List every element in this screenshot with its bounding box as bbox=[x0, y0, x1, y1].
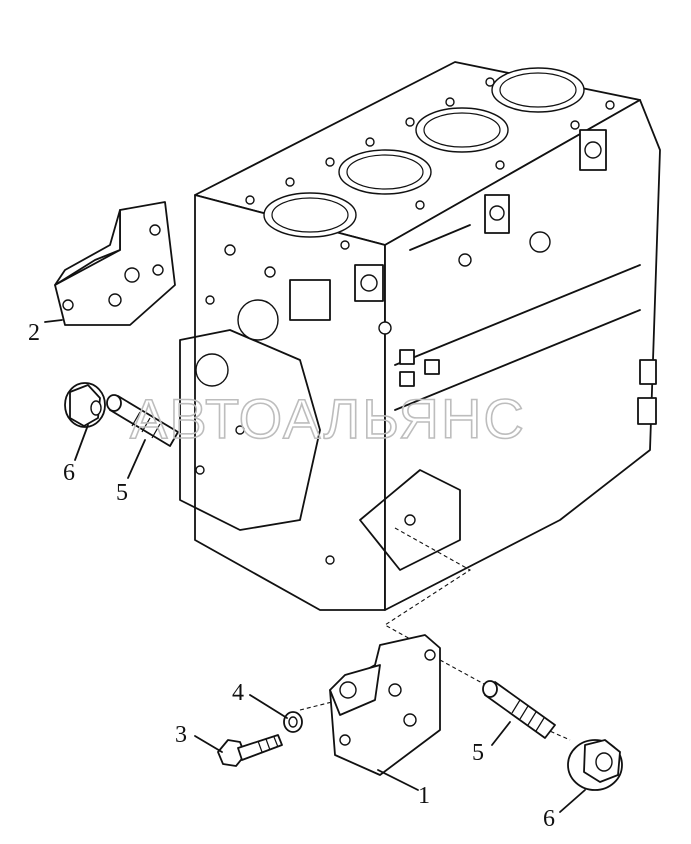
washer bbox=[283, 711, 303, 733]
callout-4: 4 bbox=[232, 680, 244, 706]
callout-6-upper: 6 bbox=[63, 460, 75, 486]
watermark-text: АВТОАЛЬЯНС bbox=[130, 387, 526, 450]
leader-lines bbox=[44, 319, 586, 813]
flange-nut-lower bbox=[567, 739, 623, 791]
callout-5-lower: 5 bbox=[472, 740, 484, 766]
lower-mounting-bracket bbox=[329, 634, 441, 776]
engine-block bbox=[179, 61, 661, 611]
callout-3: 3 bbox=[175, 722, 187, 748]
stud-upper bbox=[106, 394, 179, 447]
callout-1: 1 bbox=[418, 783, 430, 809]
callout-5-upper: 5 bbox=[116, 480, 128, 506]
stud-lower bbox=[482, 680, 556, 739]
callout-2: 2 bbox=[28, 320, 40, 346]
upper-mounting-bracket bbox=[54, 201, 176, 326]
flange-nut-upper bbox=[64, 382, 106, 428]
bolt bbox=[217, 734, 283, 767]
callout-6-lower: 6 bbox=[543, 806, 555, 832]
